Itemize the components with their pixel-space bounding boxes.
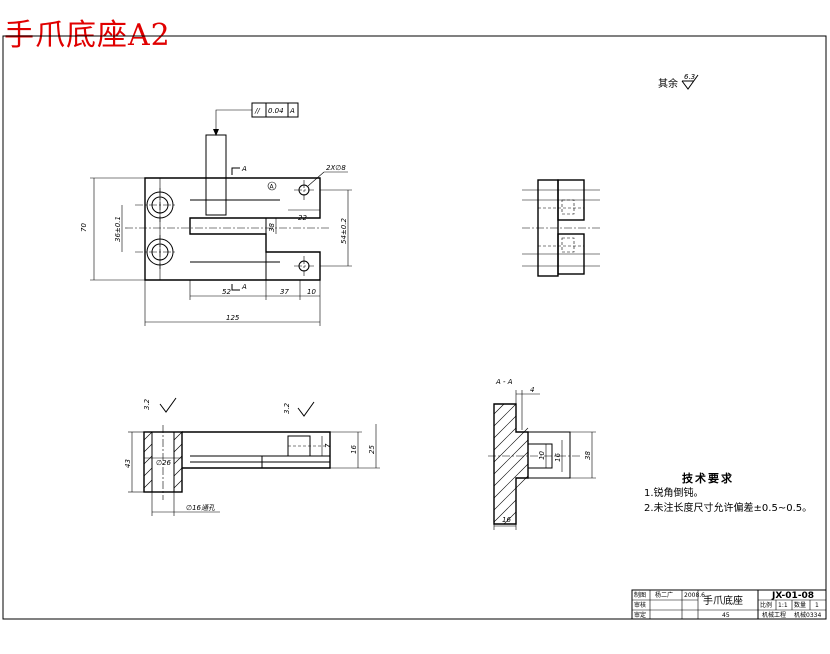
hole-callout: 2X∅8 (326, 164, 346, 172)
tb-row-label-1: 制图 (634, 591, 646, 599)
roughness-left: 3.2 (143, 398, 151, 410)
dim-slot-width: 38 (268, 223, 276, 232)
tech-requirements: 技术要求 1.锐角倒钝。 2.未注长度尺寸允许偏差±0.5~0.5。 (644, 471, 812, 514)
side-view (522, 179, 600, 277)
front-view: // 0.04 A A A (80, 102, 352, 326)
tolerance-symbol: // (254, 107, 260, 115)
tb-row-label-3: 审定 (634, 611, 646, 619)
dim-counterbore: ∅16通孔 (186, 504, 216, 512)
roughness-note: 其余 6.3 (658, 73, 699, 90)
tb-scale-label: 比例 (760, 601, 772, 609)
dim-overall-len: 125 (226, 314, 240, 322)
tb-designer: 杨二广 (655, 591, 673, 599)
roughness-right: 3.2 (283, 402, 291, 414)
dim-bottom-height: 43 (124, 459, 132, 468)
tb-row-label-2: 审核 (634, 601, 646, 609)
tb-org: 机械工程 (762, 611, 786, 619)
section-title: A - A (495, 378, 513, 386)
dim-mid-len: 37 (280, 288, 289, 296)
roughness-value: 6.3 (684, 73, 695, 81)
tech-item-1: 1.锐角倒钝。 (644, 486, 704, 499)
bottom-view: 3.2 3.2 43 ∅26 (124, 397, 380, 516)
tb-part-name: 手爪底座 (703, 594, 743, 607)
dim-bore: ∅26 (156, 459, 172, 467)
tolerance-frame: // 0.04 A (213, 102, 299, 136)
title-block: 制图 审核 审定 杨二广 2008.6 手爪底座 45 JX-01-08 比例 … (631, 589, 827, 620)
tb-material: 45 (722, 612, 730, 619)
dim-section-outer: 38 (584, 451, 592, 460)
tb-class: 机械0334 (794, 611, 821, 619)
datum-a: A (270, 184, 275, 191)
tb-date: 2008.6 (684, 592, 705, 599)
drawing-border (2, 35, 827, 620)
section-mark-top: A (241, 165, 247, 173)
dim-step: 7 (324, 443, 332, 448)
dim-hole-spacing: 36±0.1 (114, 216, 122, 242)
dim-total: 25 (368, 445, 376, 454)
dim-overall-height: 70 (80, 223, 88, 232)
roughness-label: 其余 (658, 77, 678, 90)
dim-section-mid: 16 (554, 453, 562, 462)
dim-slot-len: 52 (222, 288, 231, 296)
tolerance-value: 0.04 (268, 107, 284, 115)
dim-section-base: 16 (502, 516, 511, 524)
section-view: A - A 4 10 16 38 (488, 378, 596, 530)
dim-right-depth: 22 (298, 214, 307, 222)
dim-end-len: 10 (307, 288, 316, 296)
tolerance-datum: A (289, 107, 295, 115)
tech-heading: 技术要求 (682, 471, 734, 485)
tech-item-2: 2.未注长度尺寸允许偏差±0.5~0.5。 (644, 501, 812, 514)
tb-qty: 1 (815, 602, 819, 609)
dim-section-step: 4 (530, 386, 534, 394)
dim-thick: 16 (350, 445, 358, 454)
tb-qty-label: 数量 (794, 601, 806, 609)
tb-scale: 1:1 (778, 602, 788, 609)
tb-drawing-no: JX-01-08 (771, 591, 814, 601)
dim-right-spacing: 54±0.2 (340, 218, 348, 244)
section-mark-bottom: A (241, 283, 247, 291)
dim-section-inner: 10 (538, 451, 546, 460)
